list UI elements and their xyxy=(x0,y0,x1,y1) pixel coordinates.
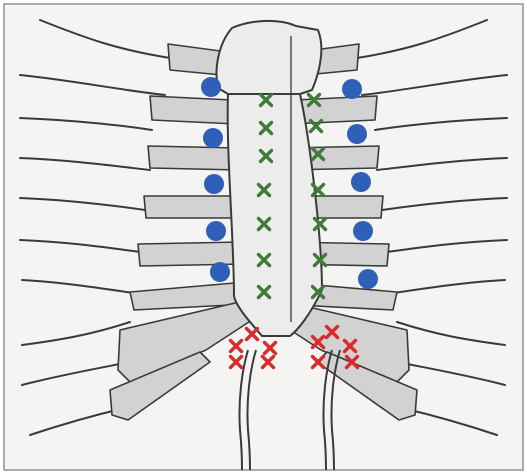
blue-dot-right-2 xyxy=(347,124,367,144)
blue-dot-left-4 xyxy=(206,221,226,241)
manubrium xyxy=(217,21,322,94)
cartilage-left-5 xyxy=(138,242,244,266)
blue-dot-left-2 xyxy=(203,128,223,148)
cartilage-left-3 xyxy=(148,146,240,170)
blue-dot-right-4 xyxy=(353,221,373,241)
blue-dot-left-1 xyxy=(201,77,221,97)
blue-dot-left-3 xyxy=(204,174,224,194)
cartilage-left-2 xyxy=(150,96,236,124)
blue-dot-right-1 xyxy=(342,79,362,99)
blue-dot-right-5 xyxy=(358,269,378,289)
cartilage-left-4 xyxy=(144,196,242,218)
blue-dot-left-5 xyxy=(210,262,230,282)
blue-dot-right-3 xyxy=(351,172,371,192)
